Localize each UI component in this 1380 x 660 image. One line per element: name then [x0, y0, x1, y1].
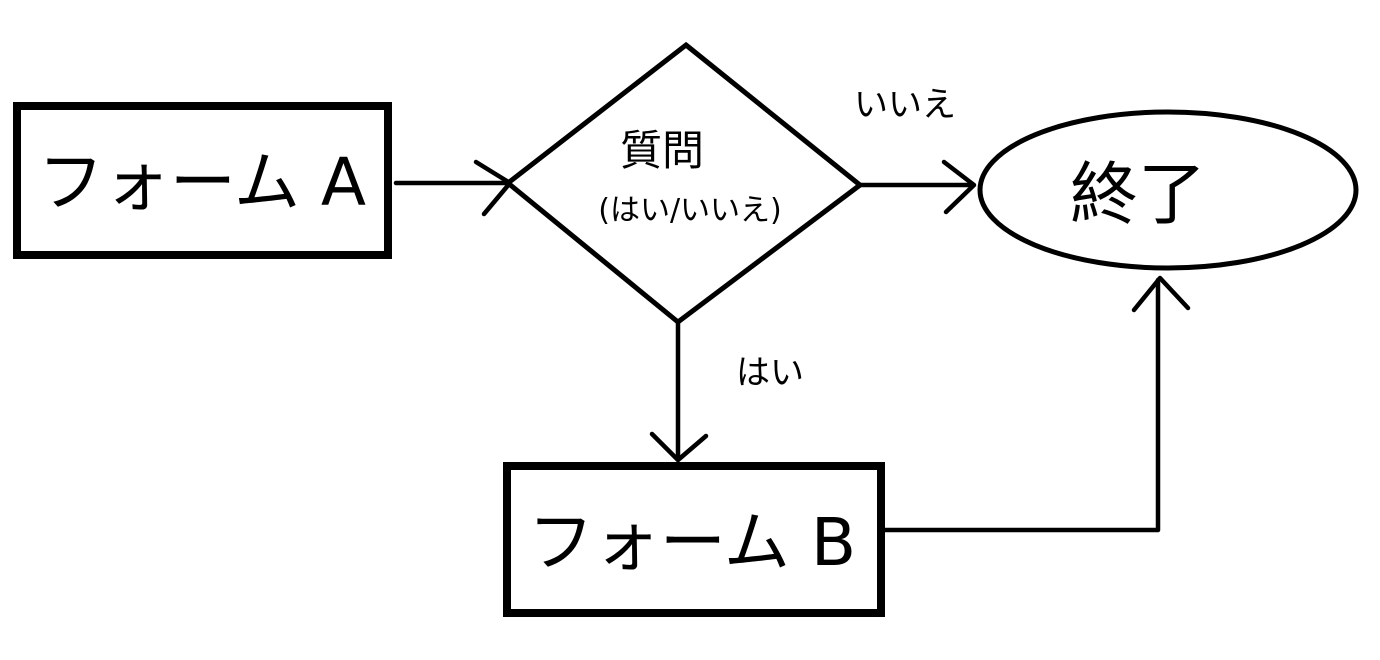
node-form-b: フォーム B: [503, 462, 885, 617]
edge-label-yes: はい: [736, 353, 804, 393]
edge-label-no: いいえ: [854, 85, 956, 125]
arrowhead-form-b-to-end: [1131, 275, 1191, 313]
arrowhead-question-to-end: [941, 159, 977, 215]
form-a-label: フォーム A: [38, 144, 366, 221]
node-question: 質問 (はい/いいえ): [503, 41, 865, 326]
question-diamond: [503, 41, 865, 326]
end-label: 終了: [1070, 156, 1206, 235]
form-b-label: フォーム B: [528, 504, 856, 581]
connectors: [393, 159, 1191, 533]
node-end: 終了: [977, 109, 1359, 271]
question-subtitle: (はい/いいえ): [598, 193, 782, 228]
question-title: 質問: [620, 126, 704, 175]
edge-form-b-to-end: [881, 277, 1161, 533]
form-b-box: [503, 462, 885, 617]
arrowhead-question-to-form-b: [649, 431, 709, 463]
end-ellipse: [977, 109, 1359, 271]
arrowhead-form-a-to-question: [473, 159, 513, 217]
node-form-a: フォーム A: [13, 102, 392, 259]
form-a-box: [13, 102, 392, 259]
